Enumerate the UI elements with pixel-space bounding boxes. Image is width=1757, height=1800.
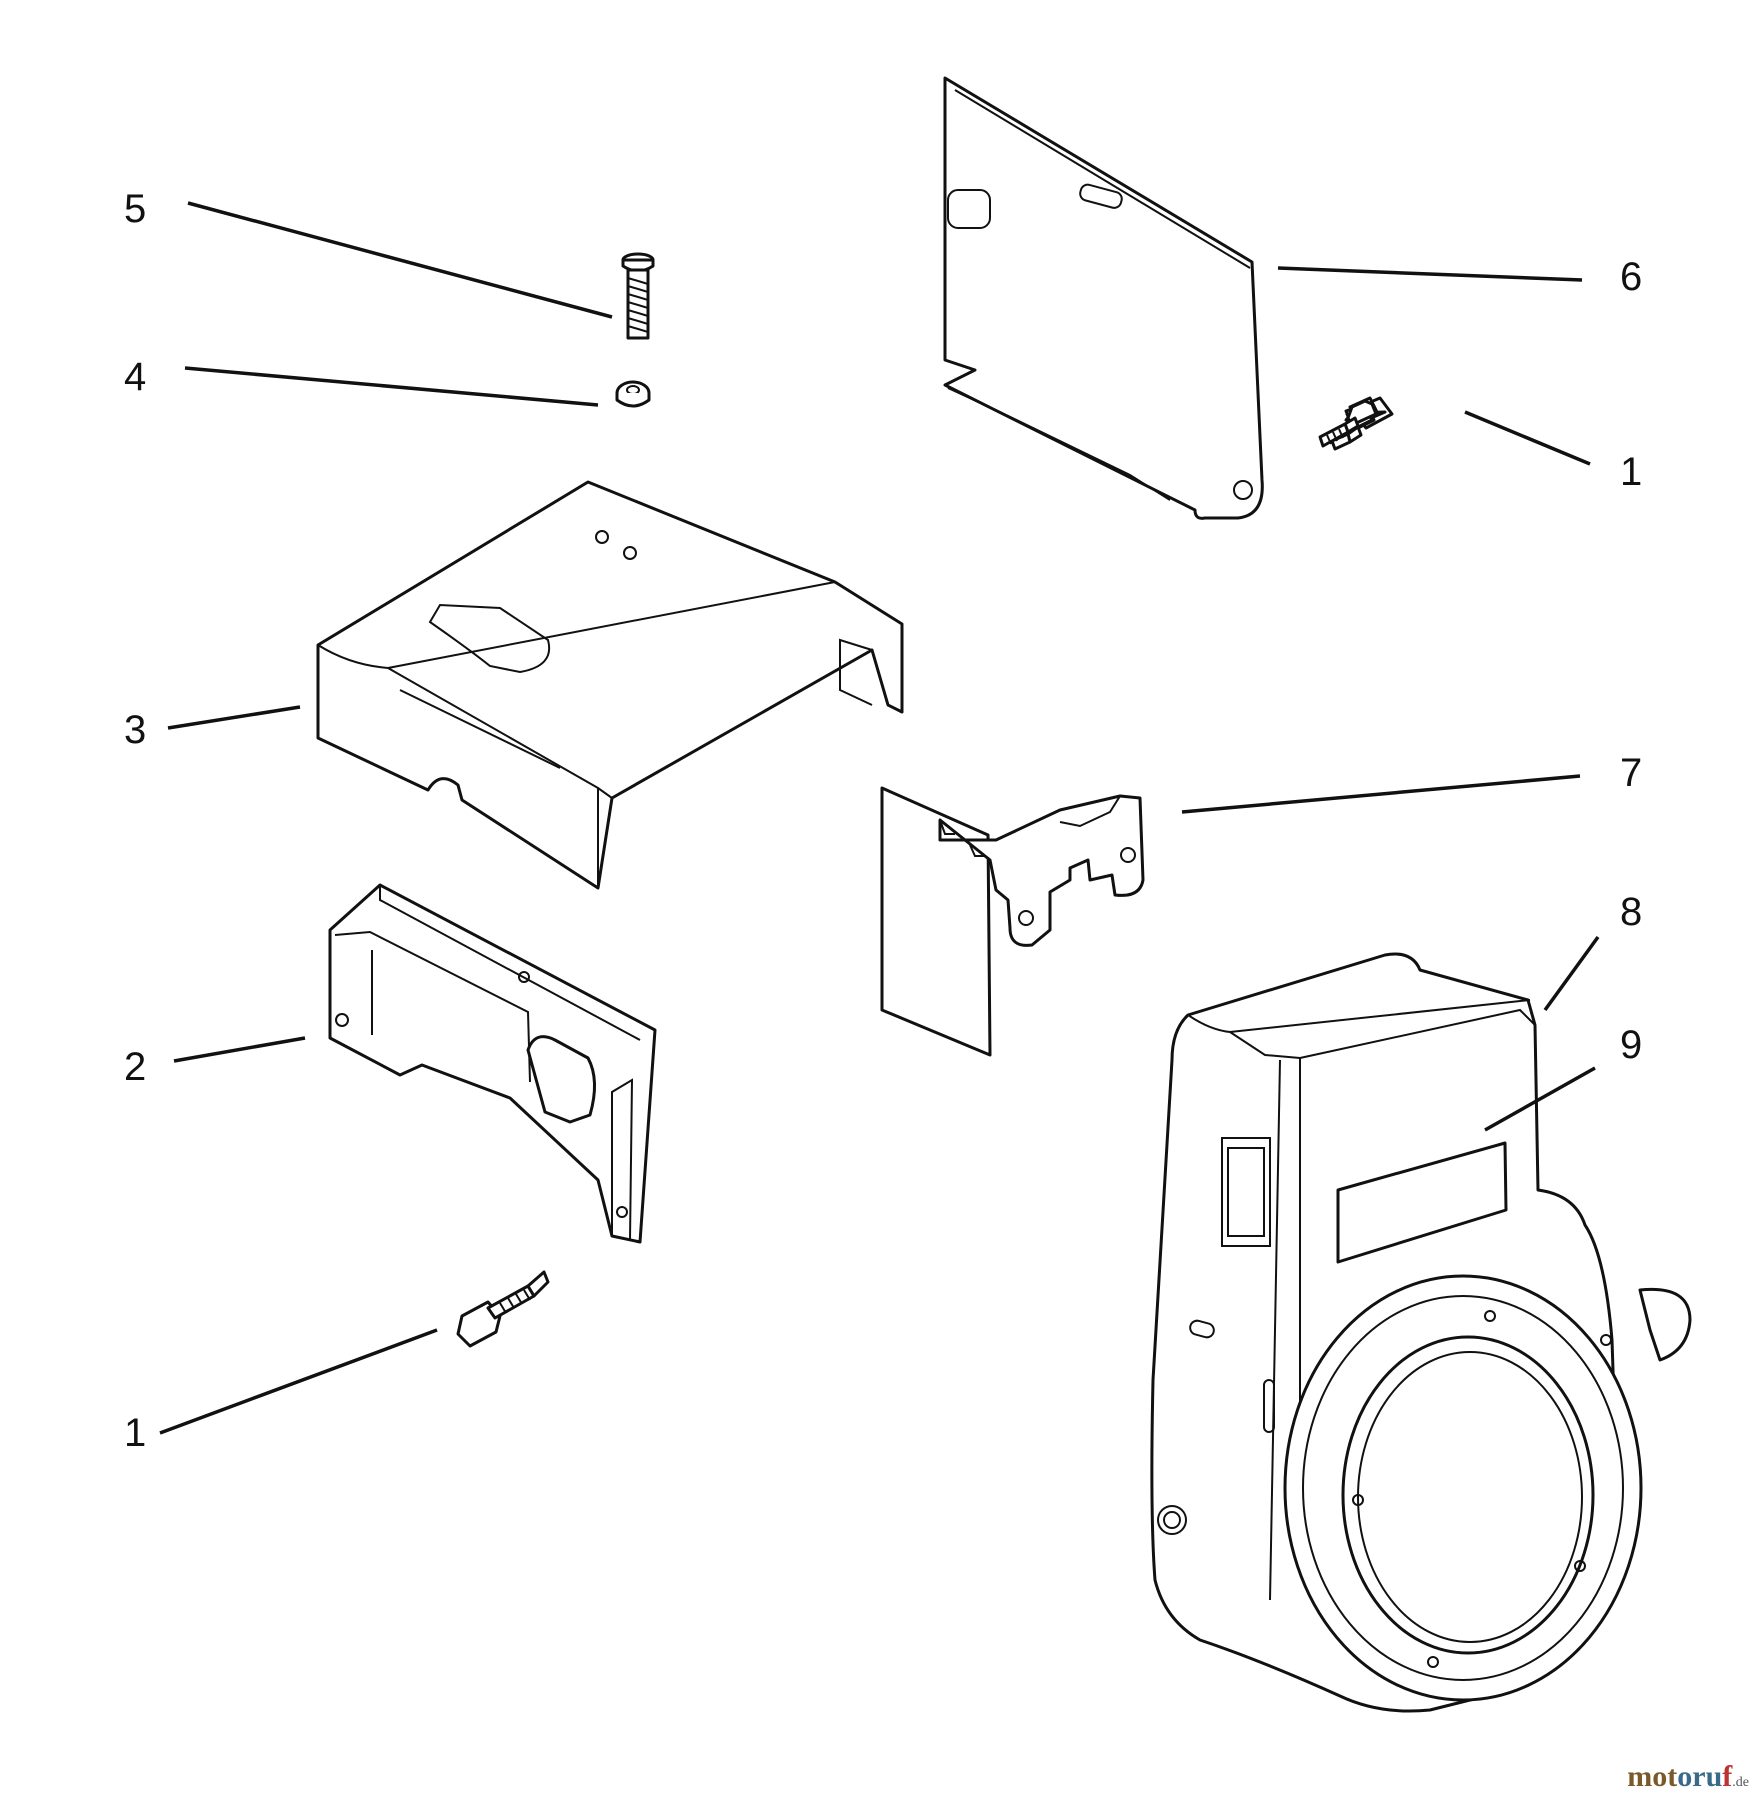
watermark-tld: .de [1732,1775,1749,1790]
callout-9: 9 [1620,1023,1642,1067]
callout-7: 7 [1620,751,1642,795]
part-1-screw-left [456,1270,550,1348]
callout-2: 2 [124,1045,146,1089]
watermark-part-b: oru [1677,1760,1723,1793]
part-2-baffle [328,883,657,1244]
leader-9 [1484,1066,1596,1132]
leader-2 [173,1036,306,1063]
screw-right-simple [1318,399,1378,448]
leader-4 [184,366,599,407]
part-7-bracket [880,786,1145,1057]
watermark-part-a: mot [1627,1760,1678,1793]
watermark-part-c: f [1722,1760,1733,1793]
leader-lines [159,201,1600,1435]
part-3-cover [316,480,904,890]
part-4-washer [615,380,651,408]
callout-5: 5 [124,187,146,231]
leader-3 [167,705,301,730]
callout-6: 6 [1620,255,1642,299]
callout-8: 8 [1620,890,1642,934]
leader-1-left [159,1328,438,1435]
callout-labels: 5 4 3 2 1 6 1 7 8 9 [124,187,1642,1455]
leader-1-right [1464,410,1591,466]
watermark-logo: motoruf.de [1627,1760,1749,1794]
part-8-blower-housing [1150,952,1692,1713]
leader-7 [1181,774,1581,814]
callout-1-left: 1 [124,1411,146,1455]
leader-5 [187,201,613,319]
callout-4: 4 [124,355,146,399]
part-6-baffle-plate [943,76,1264,520]
callout-3: 3 [124,708,146,752]
part-9-decal [1336,1141,1508,1264]
part-5-screw [621,252,655,340]
leader-6 [1277,266,1583,282]
leader-8 [1543,935,1600,1012]
callout-1-right: 1 [1620,450,1642,494]
